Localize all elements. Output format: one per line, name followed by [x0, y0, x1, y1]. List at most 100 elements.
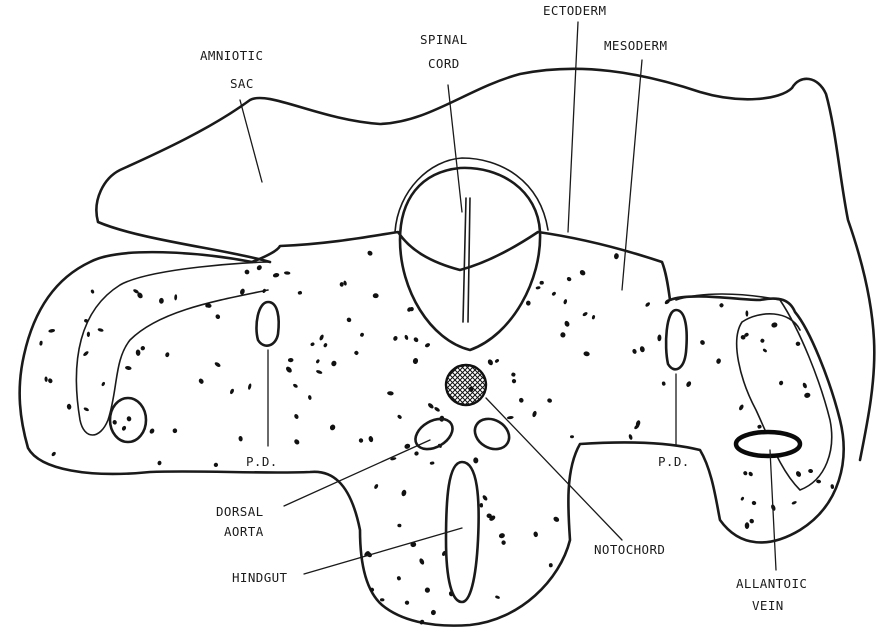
hindgut — [446, 462, 479, 602]
mesoderm-dot — [392, 335, 398, 341]
mesoderm-dot — [501, 540, 506, 545]
mesoderm-dot — [661, 381, 665, 386]
mesoderm-dot — [340, 282, 344, 287]
mesoderm-dot — [424, 342, 431, 348]
mesoderm-dot — [552, 516, 560, 523]
pd-right-duct — [666, 310, 687, 369]
mesoderm-dot — [582, 311, 588, 317]
mesoderm-dot — [396, 576, 401, 581]
mesoderm-dot — [434, 406, 441, 412]
label-pd-left: P.D. — [246, 454, 278, 469]
mesoderm-dot — [511, 372, 516, 377]
mesoderm-dot — [699, 339, 706, 346]
mesoderm-dot — [329, 424, 336, 432]
mesoderm-dot — [126, 416, 132, 422]
mesoderm-dot — [51, 451, 57, 457]
mesoderm-dot — [685, 380, 692, 387]
mesoderm-dot — [570, 435, 574, 438]
mesoderm-dot — [244, 269, 250, 275]
mesoderm-dot — [66, 404, 71, 410]
mesoderm-dot — [215, 313, 221, 320]
mesoderm-dot — [532, 410, 538, 417]
mesoderm-dot — [738, 404, 744, 411]
mesoderm-dot — [430, 609, 436, 615]
mesoderm-dot — [288, 358, 294, 362]
mesoderm-dot — [745, 522, 750, 529]
mesoderm-dot — [159, 298, 164, 304]
mesoderm-dot — [583, 351, 590, 357]
mesoderm-dot — [533, 531, 539, 537]
mesoderm-dot — [425, 587, 431, 593]
mesoderm-dot — [551, 291, 556, 296]
label-dorsal-aorta-line2: AORTA — [224, 524, 264, 539]
mesoderm-dot — [285, 365, 293, 373]
leader-hindgut — [304, 528, 462, 574]
mesoderm-dot — [149, 428, 156, 435]
label-spinal-cord-line1: SPINAL — [420, 32, 468, 47]
mesoderm-dot — [632, 348, 638, 354]
mesoderm-dot — [101, 381, 106, 386]
leader-ectoderm — [568, 22, 578, 232]
allantoic-vein — [736, 432, 800, 456]
mesoderm-dot — [83, 407, 89, 412]
mesoderm-dot — [353, 350, 359, 356]
label-allantoic-vein-line1: ALLANTOIC — [736, 576, 807, 591]
mesoderm-dot — [760, 338, 765, 343]
mesoderm-dot — [140, 345, 146, 351]
label-dorsal-aorta-line1: DORSAL — [216, 504, 264, 519]
mesoderm-dot — [405, 601, 409, 605]
mesoderm-dot — [762, 348, 767, 353]
label-amniotic-sac-line1: AMNIOTIC — [200, 48, 263, 63]
label-ectoderm: ECTODERM — [543, 3, 606, 18]
mesoderm-dot — [293, 413, 299, 419]
mesoderm-dot — [256, 264, 263, 271]
central-canal — [463, 198, 470, 322]
mesoderm-dot — [121, 425, 127, 431]
mesoderm-dot — [135, 349, 140, 356]
mesoderm-dot — [771, 322, 778, 329]
mesoderm-dot — [479, 503, 483, 508]
mesoderm-dot — [373, 293, 379, 298]
mesoderm-dot — [482, 494, 489, 501]
mesoderm-dot — [494, 358, 499, 363]
mesoderm-dot — [535, 286, 540, 290]
mesoderm-dot — [238, 436, 243, 442]
leader-amniotic-sac — [240, 100, 262, 182]
mesoderm-dot — [498, 532, 505, 539]
mesoderm-dot — [284, 271, 291, 275]
mesoderm-dot — [272, 272, 279, 278]
mesoderm-dot — [566, 276, 572, 282]
mesoderm-dot — [330, 360, 337, 367]
mesoderm-dot — [802, 382, 808, 389]
label-hindgut: HINDGUT — [232, 570, 288, 585]
mesoderm-dot — [645, 301, 651, 307]
pd-left-duct — [256, 302, 278, 346]
mesoderm-dot — [719, 302, 725, 308]
mesoderm-dot — [401, 489, 407, 497]
mesoderm-dot — [44, 376, 48, 382]
label-spinal-cord-line2: CORD — [428, 56, 460, 71]
mesoderm-dot — [165, 352, 170, 358]
mesoderm-dot — [387, 391, 394, 396]
mesoderm-dot — [778, 380, 783, 386]
mesoderm-dot — [39, 341, 43, 346]
mesoderm-dot — [418, 558, 425, 566]
mesoderm-dot — [716, 358, 722, 365]
mesoderm-dot — [430, 461, 435, 465]
mesoderm-dot — [297, 290, 302, 295]
label-pd-right: P.D. — [658, 454, 690, 469]
mesoderm-dot — [749, 518, 755, 524]
mesoderm-dot — [628, 434, 633, 441]
mesoderm-dot — [373, 483, 379, 489]
mesoderm-dot — [742, 470, 748, 476]
mesoderm-dot — [315, 359, 320, 364]
mesoderm-dot — [47, 378, 53, 384]
mesoderm-dot — [112, 419, 117, 425]
spinal-cord — [400, 168, 540, 350]
mesoderm-dot — [380, 598, 385, 601]
mesoderm-dot — [804, 392, 811, 399]
mesoderm-dot — [292, 383, 298, 389]
mesoderm-dot — [247, 383, 252, 390]
mesoderm-dot — [316, 369, 323, 374]
